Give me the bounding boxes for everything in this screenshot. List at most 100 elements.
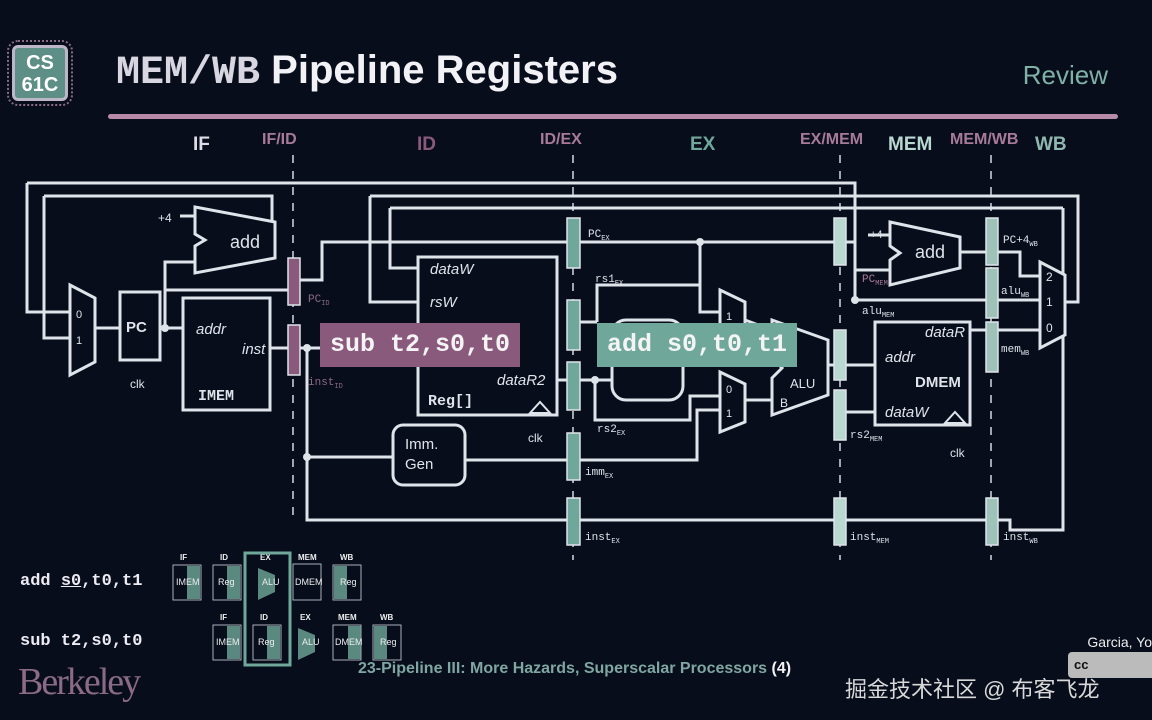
ex-stage-instruction: add s0,t0,t1	[597, 323, 798, 367]
dataR2-label: dataR2	[497, 372, 546, 389]
svg-text:Reg: Reg	[218, 577, 235, 587]
footer-lecture: 23-Pipeline III: More Hazards, Superscal…	[358, 660, 792, 677]
ex-mux-0: 0	[726, 384, 732, 396]
mini-instr-1: add s0,t0,t1	[20, 572, 143, 591]
dmem-addr-label: addr	[885, 349, 916, 366]
imem-box	[181, 296, 272, 412]
svg-text:IMEM: IMEM	[176, 577, 200, 587]
stage-mem: MEM	[888, 134, 932, 155]
pc-mux-1: 1	[76, 335, 82, 347]
stage-wb: WB	[1035, 134, 1067, 155]
imm-ex-label: immEX	[585, 467, 614, 481]
pc-mux-0: 0	[76, 309, 82, 321]
cs61c-logo: CS 61C	[7, 40, 73, 106]
imm-gen-label-1: Imm.	[405, 436, 438, 453]
review-tag: Review	[1022, 60, 1108, 90]
pc-label: PC	[126, 319, 147, 336]
alu-label: ALU	[790, 376, 815, 391]
mini-instr-2: sub t2,s0,t0	[20, 632, 143, 651]
title-divider	[108, 114, 1118, 119]
cc-license-icon: cc	[1068, 652, 1152, 678]
wb-mux	[1038, 259, 1067, 351]
mem-plus4-label: +4	[870, 229, 883, 241]
if-adder	[193, 205, 277, 275]
svg-text:ALU: ALU	[302, 637, 320, 647]
wb-mux-2: 2	[1046, 270, 1053, 284]
svg-text:Reg: Reg	[380, 637, 397, 647]
svg-text:ALU: ALU	[262, 577, 280, 587]
svg-text:WB: WB	[340, 553, 354, 562]
plus4-label: +4	[158, 211, 172, 225]
imem-label: IMEM	[198, 388, 234, 405]
inst-mem-label: instMEM	[850, 532, 889, 546]
junction-dots	[161, 238, 859, 461]
pc-mux	[68, 282, 97, 378]
imm-gen-label-2: Gen	[405, 456, 433, 473]
rs1-ex-label: rs1EX	[595, 274, 624, 288]
mem-add-label: add	[915, 242, 945, 262]
ex-mux-a-1: 1	[726, 311, 732, 323]
alu-mem-label: aluMEM	[862, 306, 894, 320]
if-add-label: add	[230, 232, 260, 252]
mem-adder	[888, 220, 962, 287]
stage-ex-mem: EX/MEM	[800, 131, 863, 148]
stage-ex: EX	[690, 134, 716, 155]
dmem-label: DMEM	[915, 374, 961, 391]
alu-b-label: B	[780, 396, 788, 410]
svg-text:MEM: MEM	[298, 553, 317, 562]
id-stage-instruction: sub t2,s0,t0	[320, 323, 521, 367]
pc-register	[118, 290, 162, 362]
svg-text:IMEM: IMEM	[216, 637, 240, 647]
pipeline-registers	[287, 217, 999, 546]
imem-inst-label: inst	[242, 341, 266, 358]
svg-text:Reg: Reg	[340, 577, 357, 587]
pc-clk-label: clk	[130, 377, 146, 391]
imem-addr-label: addr	[196, 321, 227, 338]
svg-text:WB: WB	[380, 613, 394, 622]
ex-mux-b	[718, 369, 747, 435]
svg-text:MEM: MEM	[338, 613, 357, 622]
dataR-label: dataR	[925, 324, 965, 341]
dataW-label: dataW	[430, 261, 475, 278]
pc4-wb-label: PC+4WB	[1003, 235, 1038, 249]
reg-clk-label: clk	[528, 431, 544, 445]
svg-text:Reg: Reg	[258, 637, 275, 647]
pc-ex-label: PCEX	[588, 229, 610, 243]
dmem-clk-label: clk	[950, 446, 966, 460]
wb-mux-0: 0	[1046, 321, 1053, 335]
rs2-mem-label: rs2MEM	[850, 430, 882, 444]
watermark: 掘金技术社区 @ 布客飞龙	[845, 677, 1100, 702]
svg-text:ID: ID	[260, 613, 268, 622]
stage-if-id: IF/ID	[262, 131, 297, 148]
berkeley-logo: Berkeley	[18, 661, 141, 703]
title-mono: MEM/WB	[116, 51, 261, 96]
svg-text:EX: EX	[300, 613, 311, 622]
svg-text:ID: ID	[220, 553, 228, 562]
inst-wb-label: instWB	[1003, 532, 1038, 546]
stage-if: IF	[193, 134, 210, 155]
svg-text:DMEM: DMEM	[295, 577, 323, 587]
title-sans: Pipeline Registers	[271, 48, 618, 92]
svg-text:IF: IF	[180, 553, 187, 562]
stage-id-ex: ID/EX	[540, 131, 582, 148]
wires	[25, 181, 1080, 532]
page-title: MEM/WB Pipeline Registers	[116, 48, 618, 96]
ex-highlight	[243, 551, 292, 667]
svg-text:IF: IF	[220, 613, 227, 622]
stage-labels: IF IF/ID ID ID/EX EX EX/MEM MEM MEM/WB W…	[193, 131, 1067, 155]
stage-id: ID	[417, 134, 436, 155]
inst-ex-label: instEX	[585, 532, 621, 546]
ex-mux-1: 1	[726, 408, 732, 420]
rsW-label: rsW	[430, 294, 458, 311]
reg-label: Reg[]	[428, 393, 473, 410]
dmem-dataW-label: dataW	[885, 404, 930, 421]
components	[68, 205, 1067, 487]
svg-text:DMEM: DMEM	[335, 637, 363, 647]
mem-wb-label: memWB	[1001, 344, 1029, 358]
footer-author: Garcia, Yo	[1087, 634, 1152, 650]
alu-wb-label: aluWB	[1001, 286, 1029, 300]
wb-mux-1: 1	[1046, 295, 1053, 309]
rs2-ex-label: rs2EX	[597, 424, 626, 438]
